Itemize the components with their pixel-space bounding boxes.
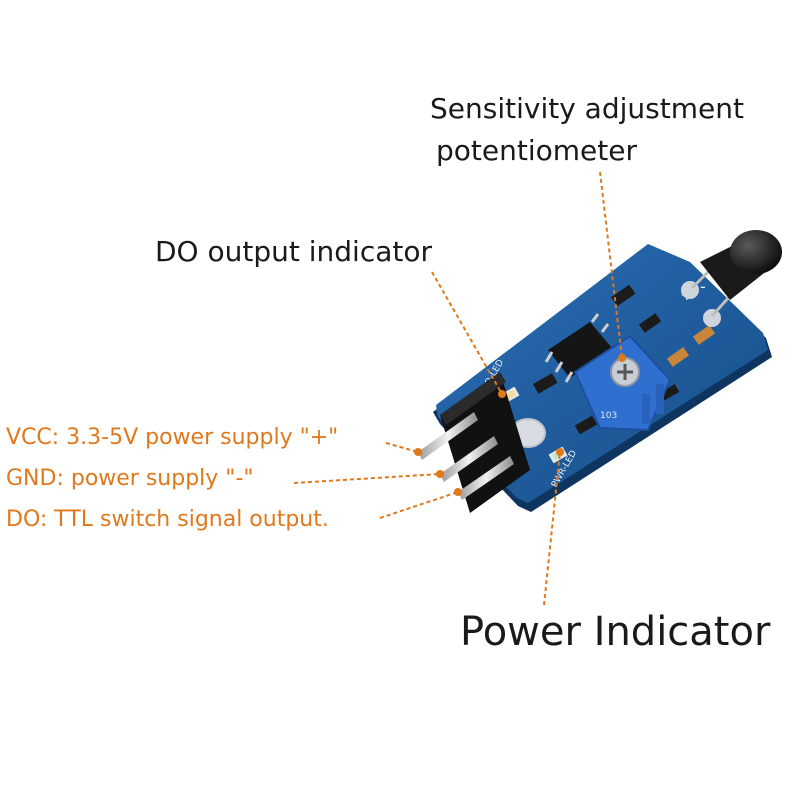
leader-sensitivity — [599, 171, 623, 359]
comparator-ic — [544, 313, 612, 383]
leader-power-indicator — [543, 451, 561, 606]
vcc-pin — [418, 412, 478, 460]
leader-do-pin — [379, 491, 459, 519]
dot-vcc — [414, 448, 422, 456]
dot-do-indicator — [498, 390, 506, 398]
do-pin-label: DO: TTL switch signal output. — [6, 507, 329, 532]
leader-do-indicator — [431, 271, 503, 395]
smd-components — [532, 284, 716, 435]
minus-marking: - — [700, 277, 706, 296]
dot-power-indicator — [556, 448, 564, 456]
vcc-label: VCC: 3.3-5V power supply "+" — [6, 425, 339, 450]
leader-vcc — [385, 442, 419, 453]
dot-gnd — [436, 470, 444, 478]
do-indicator-label: DO output indicator — [155, 235, 433, 268]
power-indicator-label: Power Indicator — [460, 609, 771, 655]
gnd-label: GND: power supply "-" — [6, 466, 254, 491]
leader-lines — [293, 171, 623, 606]
dot-sensitivity — [618, 354, 626, 362]
leader-endpoints — [414, 354, 626, 496]
sensitivity-label-line2: potentiometer — [436, 134, 637, 167]
leader-gnd — [293, 473, 441, 484]
gnd-pin — [440, 436, 498, 482]
dot-do-pin — [454, 488, 462, 496]
sensitivity-label-line1: Sensitivity adjustment — [430, 92, 744, 125]
do-pin — [458, 456, 514, 500]
flame-sensor-bulb — [690, 230, 782, 318]
pot-marking: 103 — [600, 411, 617, 421]
sensitivity-potentiometer: 103 — [573, 334, 672, 432]
